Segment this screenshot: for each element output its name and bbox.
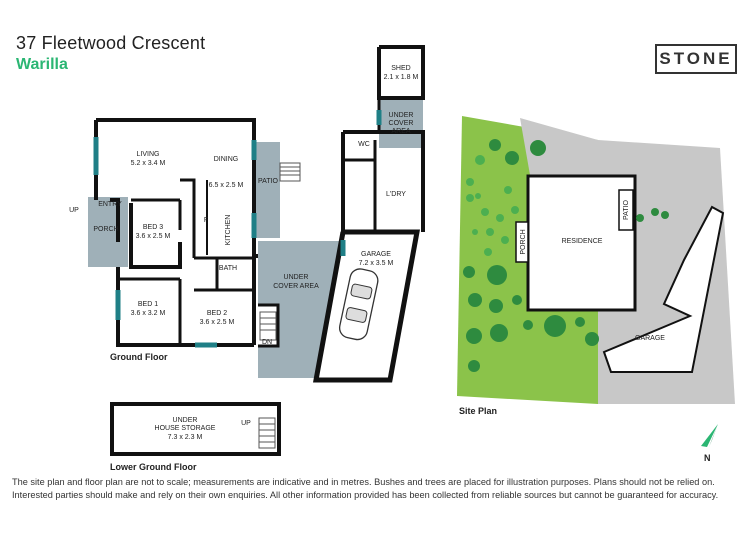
room-bed2-size: 3.6 x 2.5 M (200, 319, 235, 326)
storage-name-line1: UNDER (173, 417, 198, 424)
room-wc-name: WC (358, 141, 370, 148)
room-bed3-name: BED 3 (143, 224, 163, 231)
site-porch-label: PORCH (520, 229, 527, 254)
patio-steps (279, 162, 301, 182)
room-laundry-name: L'DRY (386, 191, 406, 198)
property-suburb: Warilla (16, 56, 68, 73)
lower-ground-labels: UNDER HOUSE STORAGE 7.3 x 2.3 M UP (155, 417, 252, 441)
storage-name-line2: HOUSE STORAGE (155, 425, 216, 432)
residence-building (526, 174, 637, 312)
ground-floor-labels: LIVING 5.2 x 3.4 M DINING 6.5 x 2.5 M PA… (69, 65, 418, 346)
under-cover-area-2 (379, 98, 423, 148)
room-bed1-name: BED 1 (138, 301, 158, 308)
site-garage (602, 205, 725, 373)
room-entry-name: ENTRY (98, 201, 122, 208)
disclaimer-line-2: Interested parties should make and rely … (12, 489, 719, 500)
room-under-cover-name-1: UNDER (284, 274, 309, 281)
lower-ground-title: Lower Ground Floor (110, 462, 197, 472)
porch-up-label: UP (69, 207, 79, 214)
room-shed-name: SHED (391, 65, 410, 72)
storage-size: 7.3 x 2.3 M (168, 434, 203, 441)
room-dining-size: 6.5 x 2.5 M (209, 182, 244, 189)
site-porch (515, 221, 529, 263)
lower-stairs (258, 417, 276, 449)
room-garage-name: GARAGE (361, 251, 391, 258)
room-bath-name: BATH (219, 265, 237, 272)
agency-logo: STONE (655, 44, 737, 74)
site-plan-title: Site Plan (459, 406, 497, 416)
room-under-cover-name-2: COVER AREA (273, 283, 319, 290)
site-garage-label: GARAGE (635, 335, 665, 342)
room-under-cover-2-line2: COVER (389, 120, 414, 127)
site-patio (618, 189, 634, 231)
room-garage-size: 7.2 x 3.5 M (359, 260, 394, 267)
room-bed2-name: BED 2 (207, 310, 227, 317)
room-porch-name: PORCH (93, 226, 118, 233)
disclaimer-line-1: The site plan and floor plan are not to … (12, 477, 715, 487)
site-patio-label: PATIO (623, 199, 630, 220)
room-bed3-size: 3.6 x 2.5 M (136, 233, 171, 240)
fridge-label: F (204, 217, 208, 224)
north-arrow-icon (701, 424, 718, 447)
windows (93, 110, 382, 348)
north-label: N (704, 453, 711, 463)
disclaimer: The site plan and floor plan are not to … (12, 476, 738, 501)
ground-stairs (259, 311, 277, 341)
site-plan (457, 116, 735, 404)
room-living-name: LIVING (137, 151, 160, 158)
ground-floor-title: Ground Floor (110, 352, 168, 362)
site-plan-labels: RESIDENCE PORCH PATIO GARAGE (520, 199, 665, 342)
lower-stairs-up: UP (241, 420, 251, 427)
room-under-cover-2-line3: AREA (391, 128, 410, 135)
room-under-cover-2-line1: UNDER (389, 112, 414, 119)
room-bed1-size: 3.6 x 3.2 M (131, 310, 166, 317)
room-shed-size: 2.1 x 1.8 M (384, 74, 419, 81)
room-dining-name: DINING (214, 156, 239, 163)
room-living-size: 5.2 x 3.4 M (131, 160, 166, 167)
patio-area (254, 142, 280, 238)
lower-ground-walls (110, 402, 281, 456)
stairs-dn-label: DN (262, 339, 272, 346)
car-icon (338, 268, 379, 341)
porch-area (88, 197, 128, 267)
property-address: 37 Fleetwood Crescent (16, 33, 206, 53)
room-kitchen-name: KITCHEN (225, 215, 232, 246)
site-residence-label: RESIDENCE (562, 238, 603, 245)
room-patio-name: PATIO (258, 178, 279, 185)
